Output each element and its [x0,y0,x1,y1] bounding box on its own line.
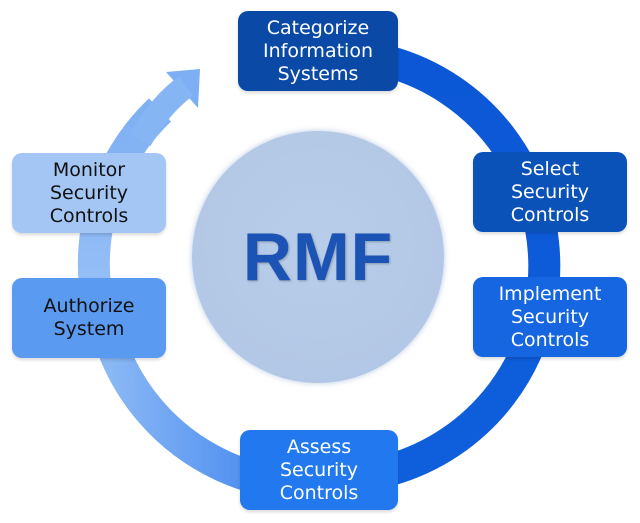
center-label: RMF [242,219,394,295]
step-implement: Implement Security Controls [473,277,627,357]
step-assess: Assess Security Controls [240,430,398,510]
arrow-shaft [129,76,194,147]
step-monitor: Monitor Security Controls [12,153,166,233]
step-label: Select Security Controls [510,157,590,226]
step-authorize: Authorize System [12,278,166,358]
step-label: Categorize Information Systems [263,16,373,85]
ring-arc-right [385,46,561,486]
step-label: Monitor Security Controls [49,158,129,227]
step-label: Implement Security Controls [498,282,602,351]
step-label: Authorize System [43,295,135,340]
step-select: Select Security Controls [473,152,627,232]
step-label: Assess Security Controls [279,435,359,504]
step-categorize: Categorize Information Systems [238,11,398,91]
rmf-center-circle: RMF [192,131,444,383]
